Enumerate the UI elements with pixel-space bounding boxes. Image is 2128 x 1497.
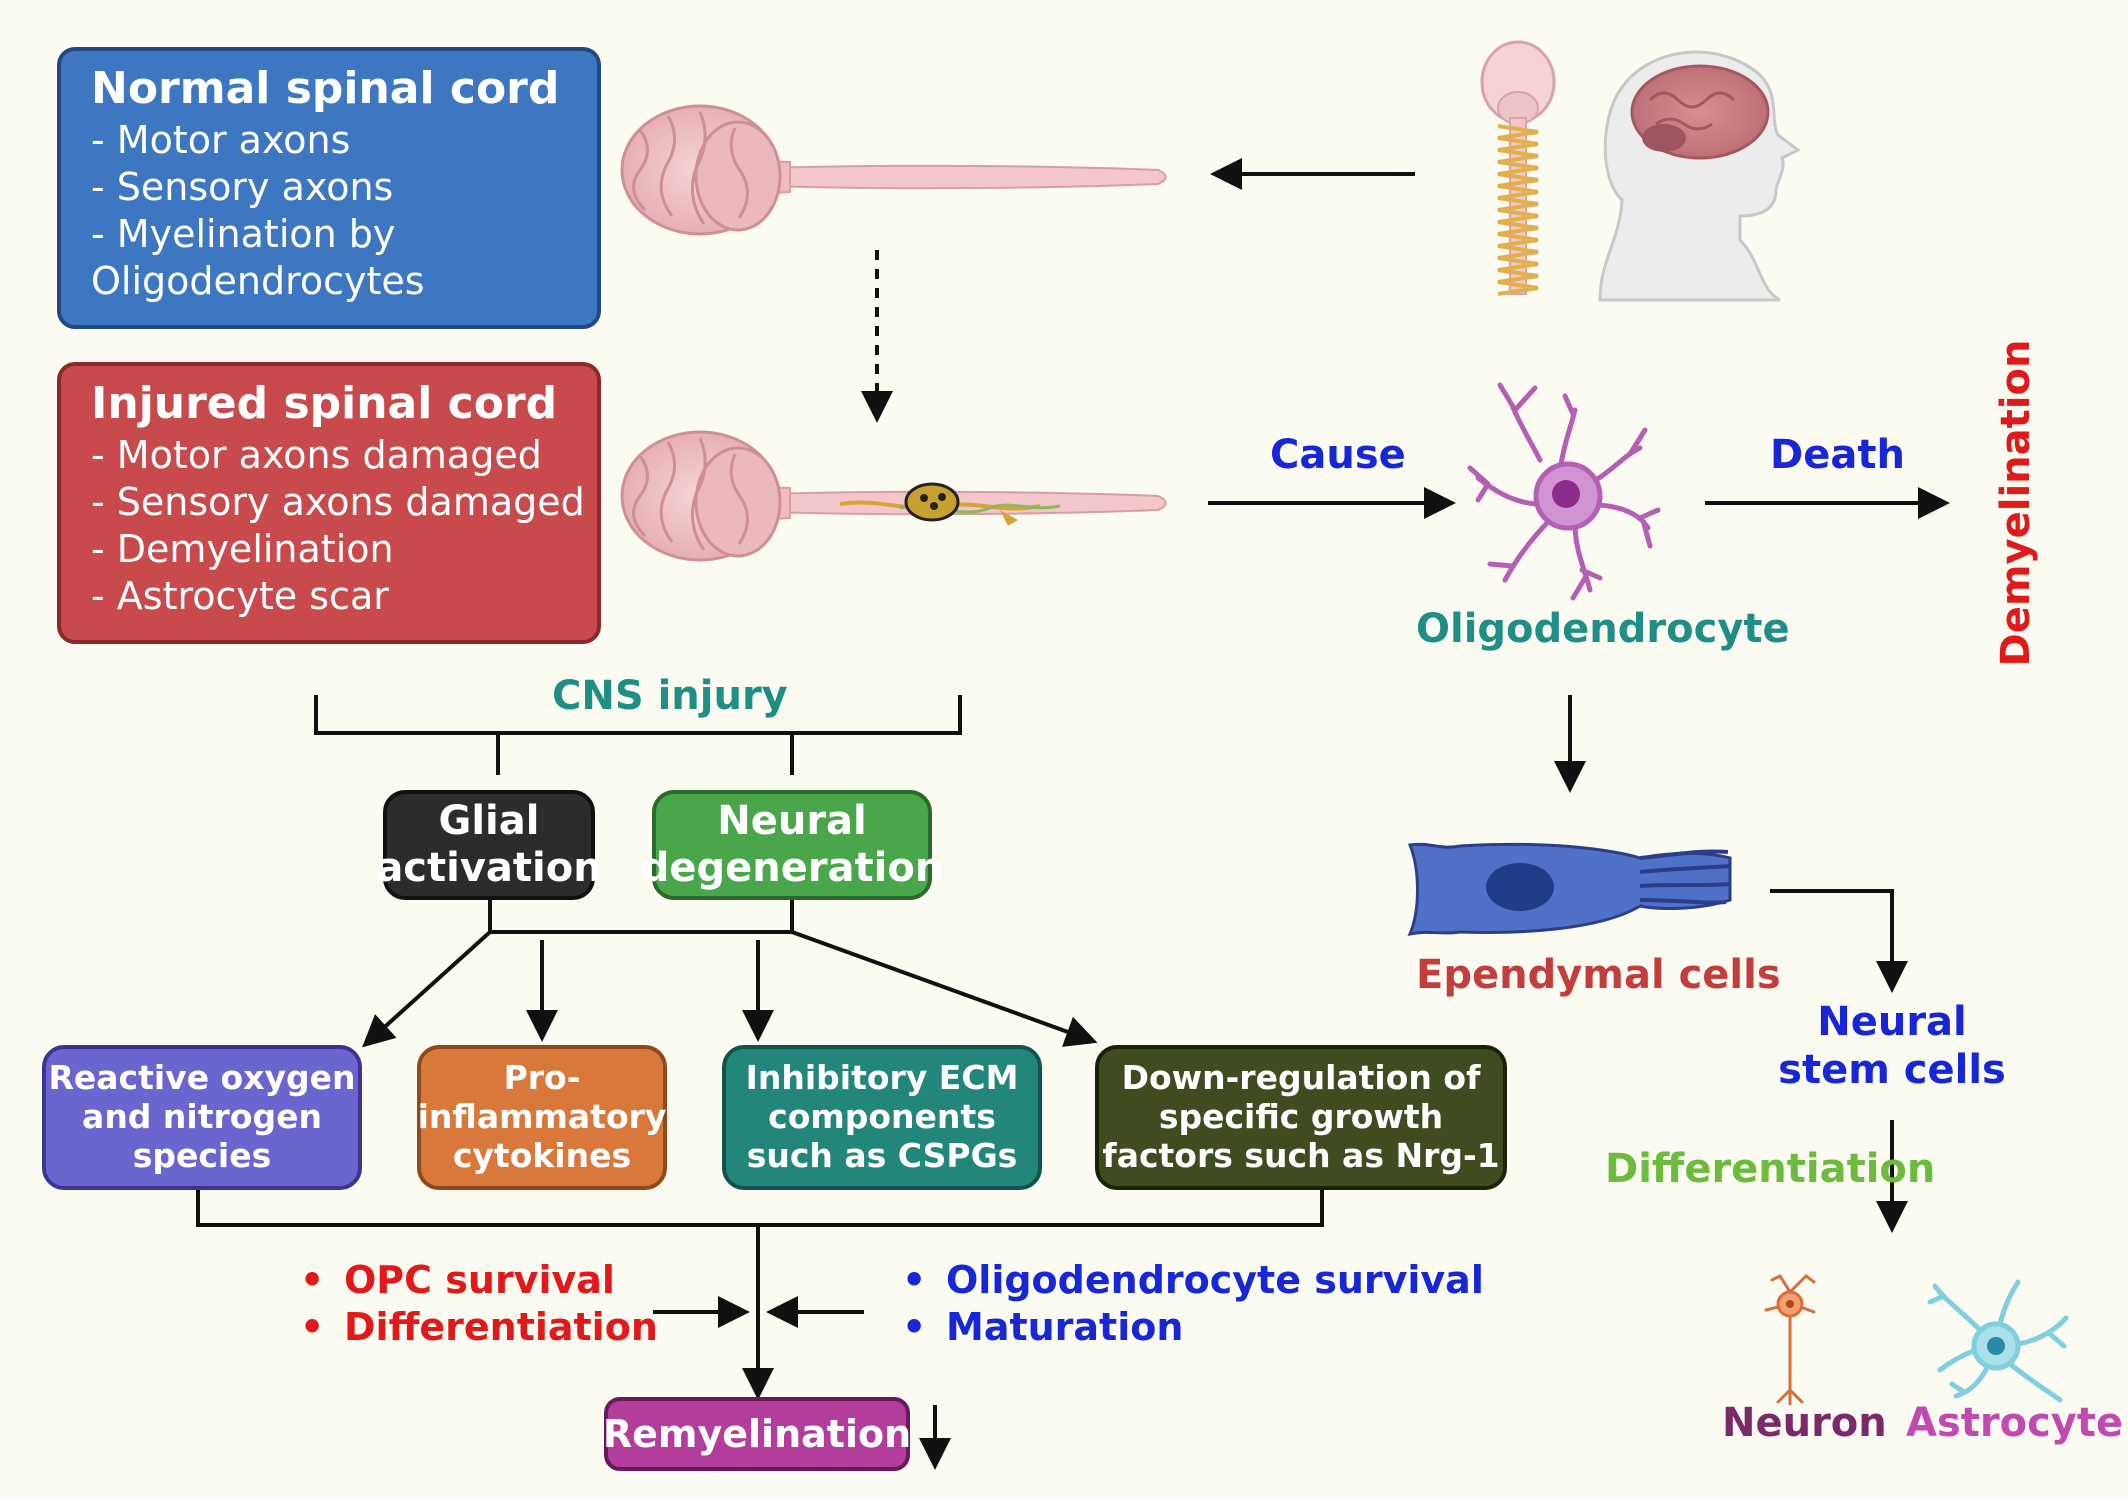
neural-line-2: degeneration [640, 845, 944, 891]
glial-line-2: activation [376, 845, 602, 891]
injured-box-line: - Demyelination [91, 526, 394, 571]
factor-line: such as CSPGs [746, 1135, 1018, 1175]
ependymal-cells-label: Ependymal cells [1416, 952, 1781, 998]
reactive-oxygen-box: Reactive oxygen and nitrogen species [42, 1045, 362, 1190]
spine-illustration [1480, 40, 1556, 296]
bullet-maturation: • Maturation [902, 1305, 1183, 1349]
connector-lines [196, 158, 1950, 1470]
neuron-illustration [1764, 1274, 1816, 1406]
normal-box-line: - Myelination by [91, 211, 396, 256]
injured-box-line: - Motor axons damaged [91, 433, 542, 478]
bullet-text: Maturation [946, 1305, 1184, 1349]
ependymal-cell-illustration [1407, 842, 1732, 937]
inhibitory-ecm-box: Inhibitory ECM components such as CSPGs [722, 1045, 1042, 1190]
bullet-dot: • [300, 1305, 325, 1349]
human-head-illustration [1598, 50, 1801, 302]
factor-line: components [768, 1097, 996, 1137]
astrocyte-cell-illustration [1927, 1279, 2069, 1403]
factor-line: species [132, 1135, 272, 1175]
neural-stem-line-1: Neural [1817, 999, 1967, 1045]
normal-box-line: - Sensory axons [91, 165, 394, 210]
neural-line-1: Neural [717, 797, 867, 844]
factor-line: Reactive oxygen [48, 1058, 356, 1098]
factor-line: specific growth [1158, 1097, 1444, 1137]
factor-line: inflammatory [417, 1097, 667, 1137]
arrow-ependymal-to-stem [1770, 889, 1908, 993]
injured-spinal-cord-box: Injured spinal cord - Motor axons damage… [57, 362, 601, 644]
bullet-text: Differentiation [344, 1305, 658, 1349]
oligodendrocyte-cell-illustration [1467, 382, 1661, 601]
factor-line: cytokines [452, 1135, 632, 1175]
factor-line: and nitrogen [82, 1097, 322, 1137]
normal-spinal-cord-illustration [620, 104, 1167, 236]
cns-injury-bracket [314, 695, 962, 735]
remyelination-box: Remyelination [602, 1397, 912, 1471]
injured-spinal-cord-illustration [620, 430, 1167, 562]
glial-line-1: Glial [438, 797, 540, 844]
factor-line: factors such as Nrg-1 [1102, 1135, 1500, 1175]
normal-box-line: Oligodendrocytes [91, 258, 425, 303]
bullet-dot: • [902, 1258, 927, 1302]
neural-degeneration-box: Neural degeneration [641, 790, 943, 900]
demyelination-label: Demyelination [1993, 339, 2039, 667]
bullet-oligodendrocyte-survival: • Oligodendrocyte survival [902, 1258, 1484, 1302]
factor-line: Pro- [503, 1058, 581, 1098]
factor-line: Inhibitory ECM [745, 1058, 1019, 1098]
bullet-opc-survival: • OPC survival [300, 1258, 615, 1302]
factor-line: Down-regulation of [1121, 1058, 1481, 1098]
remyelination-text: Remyelination [602, 1411, 912, 1456]
differentiation-right-label: Differentiation [1605, 1146, 1936, 1192]
injured-box-line: - Astrocyte scar [91, 573, 389, 618]
bullet-dot: • [300, 1258, 325, 1302]
injured-box-title: Injured spinal cord [91, 378, 558, 429]
death-label: Death [1770, 432, 1905, 478]
injured-box-line: - Sensory axons damaged [91, 480, 585, 525]
bullet-text: Oligodendrocyte survival [946, 1258, 1484, 1302]
cause-label: Cause [1270, 432, 1406, 478]
astrocyte-label: Astrocyte [1906, 1400, 2124, 1446]
down-regulation-box: Down-regulation of specific growth facto… [1095, 1045, 1507, 1190]
cns-injury-label: CNS injury [552, 673, 788, 719]
neural-stem-cells-label: Neural stem cells [1778, 998, 2006, 1094]
normal-box-title: Normal spinal cord [91, 63, 560, 114]
bullet-differentiation: • Differentiation [300, 1305, 658, 1349]
bullet-dot: • [902, 1305, 927, 1349]
pro-inflammatory-box: Pro- inflammatory cytokines [417, 1045, 667, 1190]
oligodendrocyte-label: Oligodendrocyte [1416, 606, 1790, 652]
bullet-text: OPC survival [344, 1258, 615, 1302]
neuron-label: Neuron [1722, 1400, 1887, 1446]
neural-stem-line-2: stem cells [1778, 1047, 2006, 1093]
glial-activation-box: Glial activation [376, 790, 602, 900]
normal-box-line: - Motor axons [91, 118, 351, 163]
normal-spinal-cord-box: Normal spinal cord - Motor axons - Senso… [57, 47, 601, 329]
